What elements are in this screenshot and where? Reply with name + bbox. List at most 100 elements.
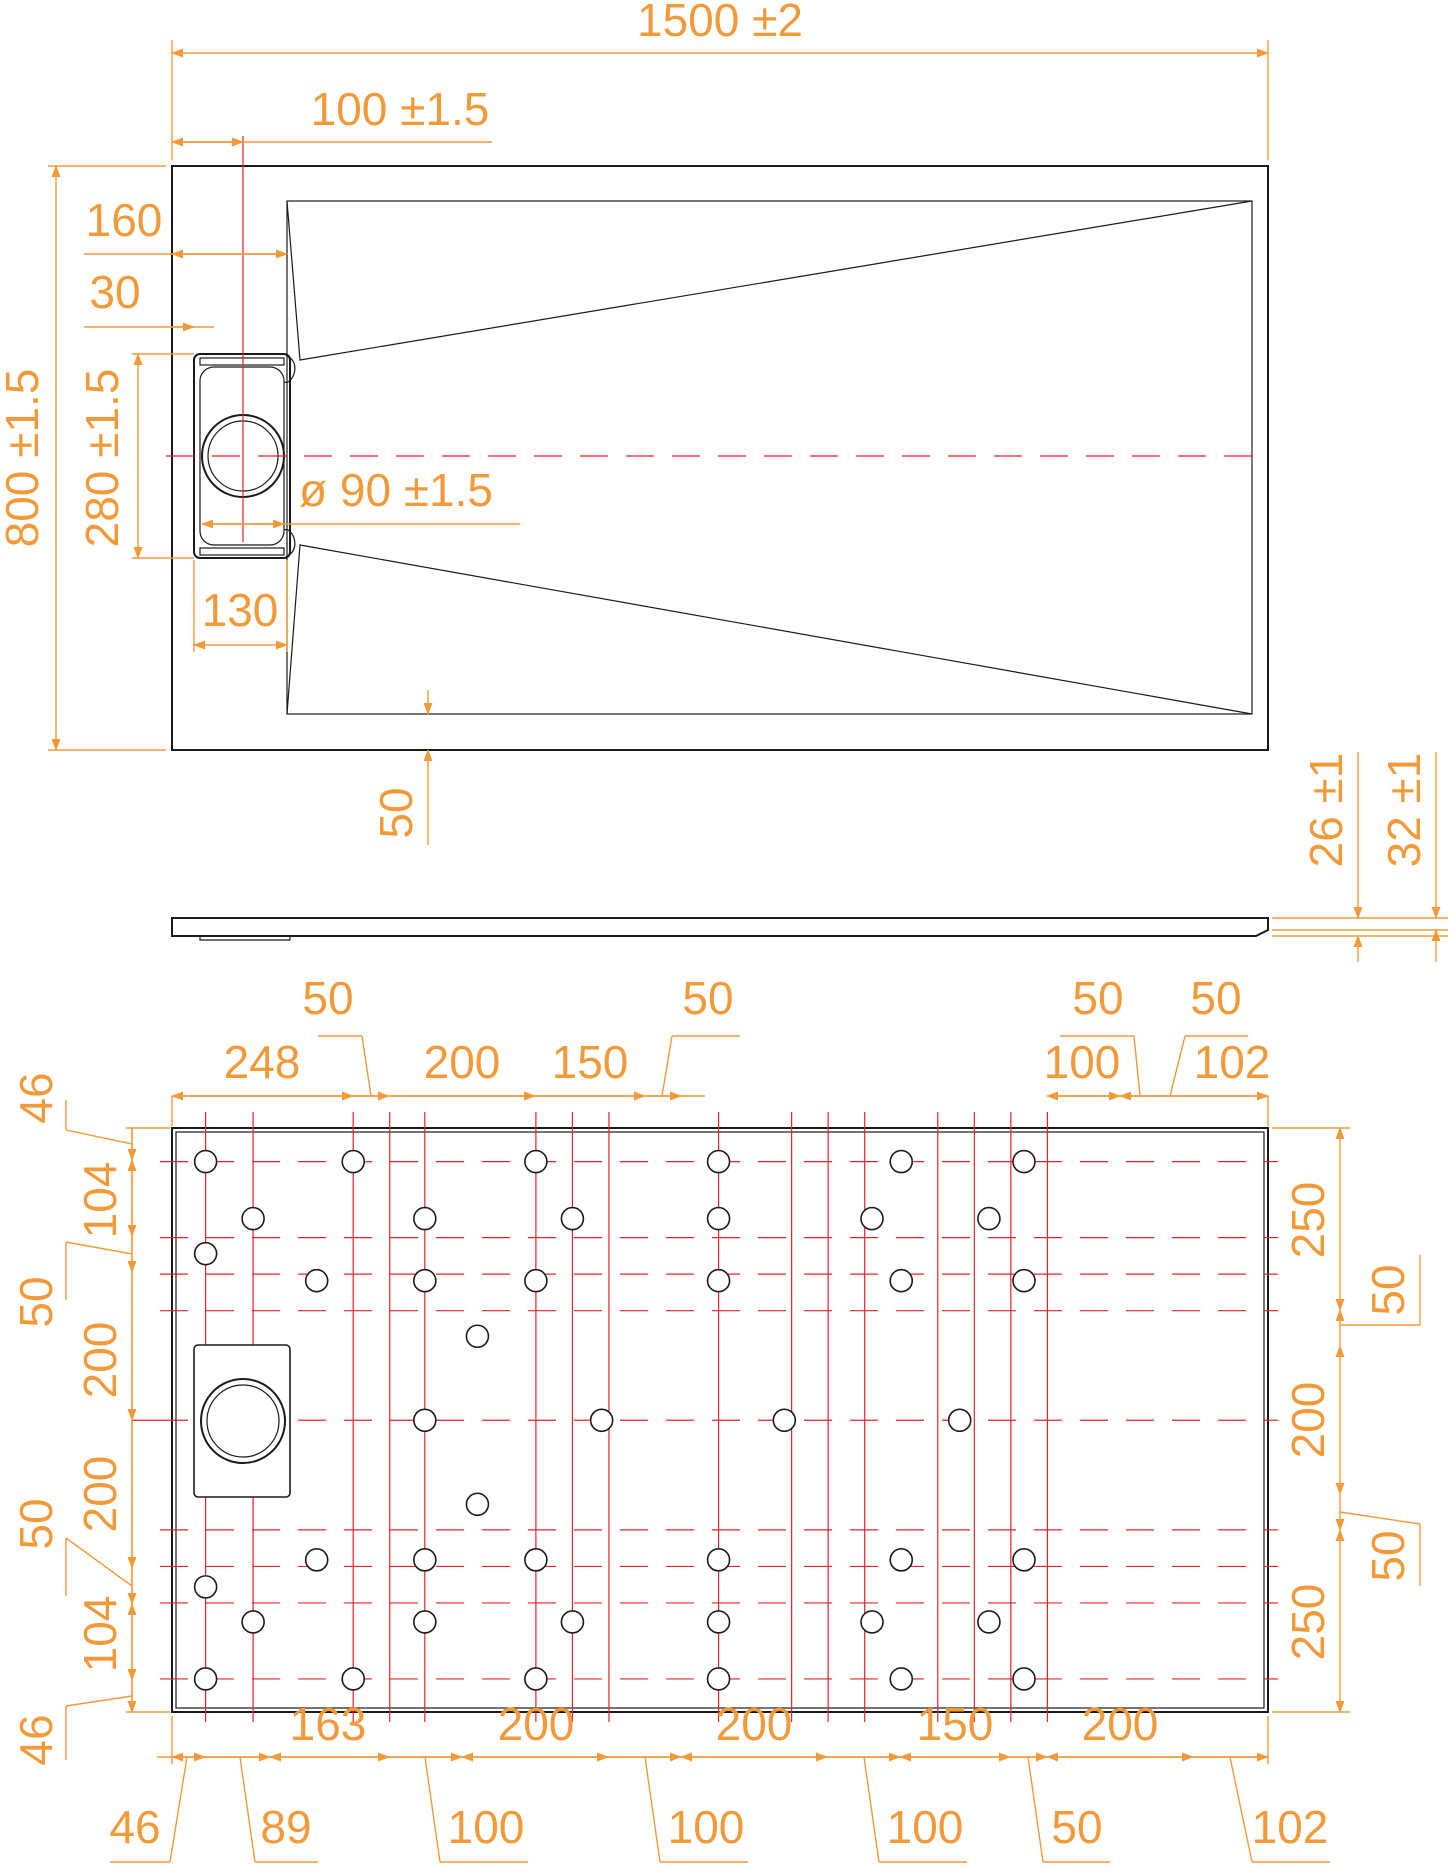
dim-bottom-100b: 100 [668,1801,745,1853]
support-foot [1012,1149,1036,1174]
support-foot [193,1667,218,1691]
dim-side-height-1-label: 26 ±1 [1300,753,1352,868]
support-foot [193,1241,218,1266]
support-grid [132,1112,1278,1722]
support-foot [772,1408,797,1433]
dim-bottom-89: 89 [260,1801,311,1853]
dim-bottom-row-1: 163 200 200 150 200 [157,1698,1269,1764]
dim-bottom-163: 163 [290,1698,367,1750]
bottom-view: 248 50 200 150 50 100 50 50 102 [10,972,1421,1863]
dim-top-102: 102 [1194,1036,1271,1088]
support-foot [889,1667,914,1691]
dim-rim-width: 50 [370,690,433,845]
dim-bottom-102: 102 [1252,1801,1329,1853]
dim-drain-offset-label: 100 ±1.5 [311,83,490,135]
dim-bottom-100c: 100 [887,1801,964,1853]
support-foot [524,1548,548,1572]
dim-bottom-row-2: 46 89 100 100 100 50 102 [109,1756,1330,1863]
dim-top-248: 248 [224,1036,301,1088]
dim-bottom-200a: 200 [498,1698,575,1750]
dim-top-150: 150 [552,1036,629,1088]
dim-left-column: 46 104 50 200 200 50 104 46 [10,1072,170,1766]
dim-bottom-46: 46 [109,1801,160,1853]
slope-upper [286,200,1253,361]
dim-top-50b: 50 [682,972,733,1024]
support-foot [560,1206,585,1231]
support-foot [706,1610,731,1634]
dim-drain-box-width: 280 ±1.5 [76,353,194,559]
dim-top-50a: 50 [302,972,353,1024]
support-foot [304,1268,329,1293]
support-foot [413,1408,437,1433]
support-foot [413,1206,437,1231]
support-foot [889,1548,914,1572]
dim-drain-diameter-label: ø 90 ±1.5 [299,464,493,516]
support-foot [1012,1268,1036,1293]
support-foot [524,1149,548,1174]
dim-edge-offset-label: 30 [89,266,140,318]
support-foot [947,1408,972,1433]
dim-drain-box-length-label: 130 [202,584,279,636]
support-foot [1012,1667,1036,1691]
dim-top-row: 248 50 200 150 50 100 50 50 102 [171,972,1271,1126]
support-foot [241,1206,265,1231]
dim-drain-box-width-label: 280 ±1.5 [76,369,128,548]
dim-drain-box-depth-label: 160 [86,194,163,246]
support-foot [706,1149,731,1174]
dim-side-heights: 26 ±1 32 ±1 [1272,752,1448,962]
support-foot [860,1206,884,1231]
dim-drain-offset: 100 ±1.5 [171,83,492,147]
dim-width: 800 ±1.5 [0,165,166,751]
dim-length-label: 1500 ±2 [637,0,803,46]
support-foot [860,1610,884,1634]
support-foot [889,1268,914,1293]
dim-left-200a: 200 [74,1322,126,1399]
dim-right-column: 250 50 200 50 250 [1272,1127,1421,1713]
dim-right-250a: 250 [1282,1182,1334,1259]
dim-drain-box-depth: 160 [84,194,288,259]
support-foot [241,1610,265,1634]
dim-drain-diameter: ø 90 ±1.5 [201,464,520,529]
dim-left-200b: 200 [74,1456,126,1533]
side-view: 26 ±1 32 ±1 [171,752,1448,962]
dim-top-100: 100 [1044,1036,1121,1088]
support-foot [524,1268,548,1293]
support-foot [465,1324,490,1349]
support-foot [193,1149,218,1174]
support-foot [341,1667,366,1691]
dim-left-50a: 50 [10,1276,62,1327]
dim-left-50b: 50 [10,1498,62,1549]
support-feet [193,1149,1036,1691]
dim-edge-offset: 30 [84,266,214,332]
dim-width-label: 800 ±1.5 [0,369,48,548]
dim-right-50a: 50 [1362,1264,1414,1315]
top-view: 1500 ±2 100 ±1.5 160 30 800 ±1.5 280 [0,0,1269,845]
dim-top-200: 200 [424,1036,501,1088]
support-foot [560,1610,585,1634]
dim-rim-width-label: 50 [370,787,422,838]
dim-left-104b: 104 [74,1596,126,1673]
support-foot [524,1667,548,1691]
support-foot [589,1408,614,1433]
dim-right-50b: 50 [1362,1530,1414,1581]
support-foot [341,1149,366,1174]
dim-drain-box-length: 130 [193,560,288,652]
dim-bottom-150: 150 [917,1698,994,1750]
dim-side-height-2-label: 32 ±1 [1378,753,1430,868]
support-foot [706,1548,731,1572]
tray-profile [171,917,1269,937]
support-foot [1012,1548,1036,1572]
dim-bottom-100a: 100 [448,1801,525,1853]
drain-cutout [193,1344,291,1498]
dim-left-46b: 46 [10,1714,62,1765]
support-foot [413,1610,437,1634]
dim-bottom-200b: 200 [716,1698,793,1750]
support-foot [706,1268,731,1293]
dim-length: 1500 ±2 [171,0,1269,160]
support-foot [706,1206,731,1231]
support-foot [304,1548,329,1572]
support-foot [193,1575,218,1599]
dim-bottom-200c: 200 [1082,1698,1159,1750]
tray-inner-rim [286,200,1253,715]
